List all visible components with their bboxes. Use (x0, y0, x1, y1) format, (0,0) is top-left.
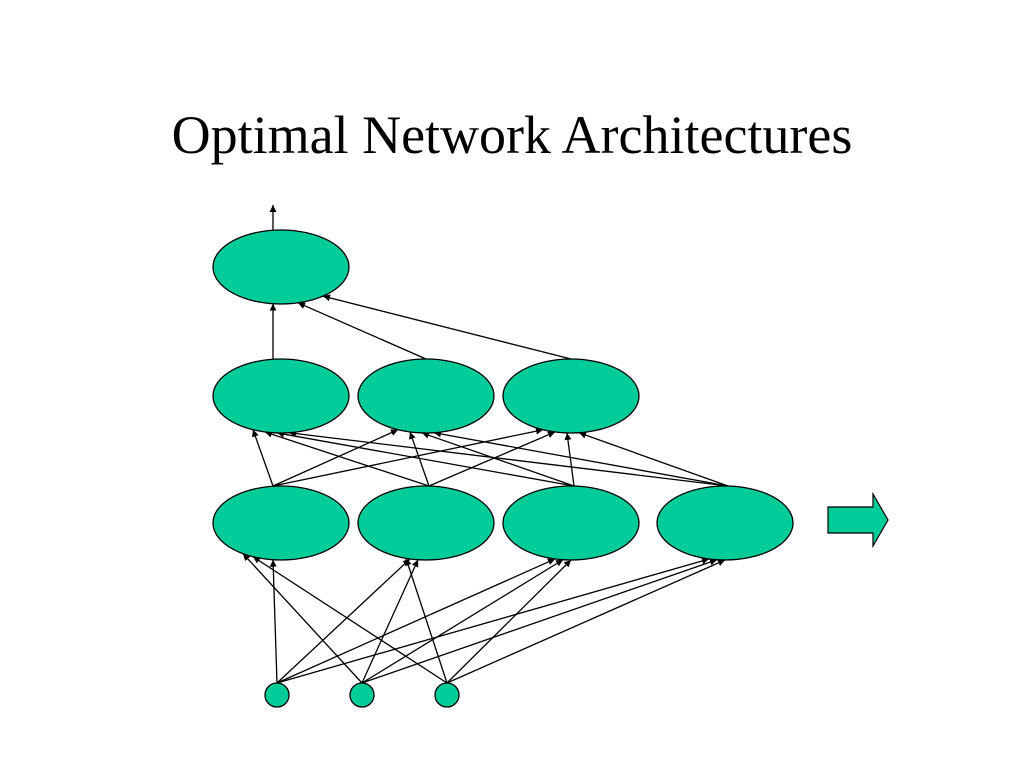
hidden-layer-1-node (656, 485, 794, 561)
connection-arrows (242, 205, 729, 684)
input-to-hidden1-arrow (361, 559, 564, 684)
input-node (349, 682, 375, 708)
hidden2-to-output-arrow (297, 302, 427, 360)
input-to-hidden1-arrow (276, 558, 556, 684)
hidden1-to-hidden2-arrow (578, 431, 729, 487)
hidden1-to-hidden2-arrow (288, 430, 729, 487)
hidden1-to-hidden2-arrow (276, 430, 575, 487)
input-to-hidden1-arrow (446, 559, 726, 684)
input-to-hidden1-arrow (276, 558, 411, 684)
hidden1-to-hidden2-arrow (272, 427, 544, 487)
network-nodes (212, 229, 794, 708)
hidden1-to-hidden2-arrow (252, 429, 274, 487)
hidden-layer-2-node (502, 358, 640, 434)
hidden-layer-2-node (212, 358, 350, 434)
input-node (434, 682, 460, 708)
right-block-arrow-icon (827, 491, 889, 549)
hidden1-to-hidden2-arrow (421, 431, 575, 487)
diagram-extras (827, 491, 889, 549)
hidden-layer-2-node (357, 358, 495, 434)
hidden1-to-hidden2-arrow (272, 429, 399, 487)
input-to-hidden1-arrow (276, 557, 710, 684)
input-to-hidden1-arrow (361, 558, 718, 684)
input-to-hidden1-arrow (361, 559, 419, 684)
hidden-layer-1-node (357, 485, 495, 561)
input-node (264, 682, 290, 708)
hidden1-to-hidden2-arrow (433, 430, 729, 487)
hidden2-to-output-arrow (322, 294, 572, 360)
hidden-layer-1-node (502, 485, 640, 561)
input-to-hidden1-arrow (242, 553, 363, 684)
input-to-hidden1-arrow (252, 556, 448, 684)
input-to-hidden1-arrow (269, 559, 278, 684)
slide-title: Optimal Network Architectures (171, 105, 853, 165)
hidden1-to-hidden2-arrow (428, 431, 556, 487)
input-to-hidden1-arrow (404, 558, 448, 684)
hidden1-to-hidden2-arrow (564, 432, 575, 487)
input-to-hidden1-arrow (446, 559, 572, 684)
hidden-layer-1-node (212, 485, 350, 561)
hidden1-to-hidden2-arrow (264, 430, 430, 487)
output-node (212, 229, 350, 305)
